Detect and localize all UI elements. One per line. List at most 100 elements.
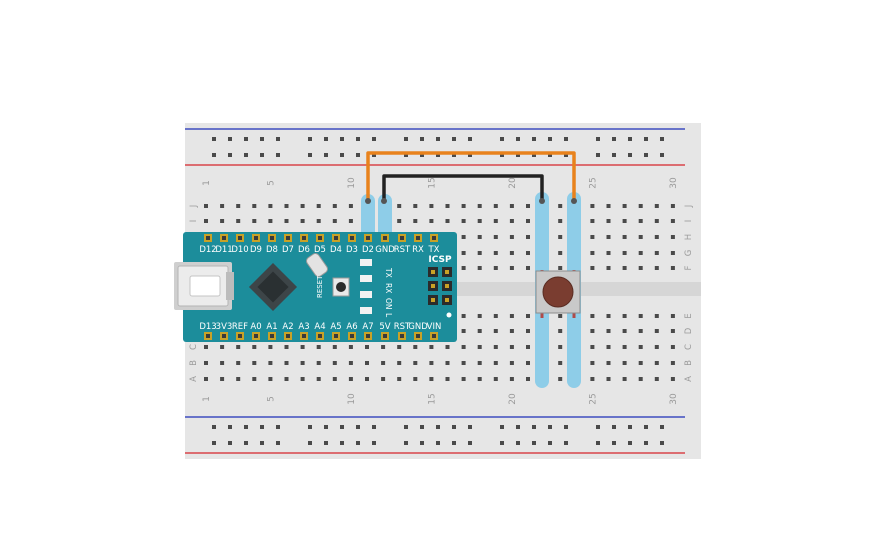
terminal-hole [590,377,595,381]
terminal-hole [638,251,643,255]
terminal-hole [590,251,595,255]
pin-hole [416,334,420,338]
pin-hole [254,334,258,338]
terminal-hole [509,361,514,365]
button-cap [543,277,573,307]
rail-hole [356,153,360,157]
terminal-hole [526,251,530,255]
rail-hole [564,153,568,157]
terminal-hole [220,377,225,381]
rail-hole [548,137,552,141]
pin-hole [286,334,290,338]
terminal-hole [300,345,305,349]
terminal-hole [670,204,675,208]
row-letter-label: H [684,234,694,240]
led-label-rx: RX [384,283,393,293]
terminal-hole [509,314,514,318]
terminal-hole [204,345,208,349]
terminal-hole [268,219,273,223]
rail-hole [276,153,280,157]
pin-hole [238,236,242,240]
terminal-hole [654,329,659,333]
rail-hole [468,137,472,141]
terminal-hole [590,361,595,365]
rail-hole [596,153,600,157]
pin1-marker [446,312,452,318]
terminal-hole [348,345,353,349]
rail-hole [500,441,504,445]
bottom-pin-label: A1 [266,322,277,332]
terminal-hole [252,377,257,381]
row-letter-label: A [684,376,694,382]
terminal-hole [622,251,627,255]
terminal-hole [204,204,208,208]
terminal-hole [348,219,353,223]
rail-holes [212,137,664,445]
rail-hole [244,425,248,429]
terminal-hole [445,345,450,349]
rail-hole [612,441,616,445]
rail-hole [404,137,408,141]
icsp-pin-tip [445,298,449,302]
pin-hole [432,236,436,240]
terminal-hole [638,235,643,239]
terminal-hole [509,377,514,381]
terminal-hole [220,204,225,208]
rail-hole [628,153,632,157]
terminal-hole [526,266,530,270]
pin-hole [400,334,404,338]
rail-hole [420,153,424,157]
rail-hole [468,441,472,445]
led [360,275,372,282]
reset-label: RESET [316,275,324,298]
terminal-hole [477,266,482,270]
column-number-label: 10 [347,393,357,405]
rail-hole [500,153,504,157]
rail-hole [628,425,632,429]
rail-hole [420,425,424,429]
terminal-hole [558,377,563,381]
terminal-hole [332,361,337,365]
pin-hole [238,334,242,338]
push-button[interactable] [535,270,581,318]
rail-hole [356,137,360,141]
terminal-hole [526,345,530,349]
led [360,291,372,298]
rail-hole [612,153,616,157]
rail-hole [260,441,264,445]
top-pin-label: D7 [282,245,294,255]
rail-hole [644,441,648,445]
rail-hole [228,137,232,141]
rail-hole [308,425,312,429]
bottom-pin-label: VIN [427,322,442,332]
terminal-hole [220,361,225,365]
icsp-pin-tip [431,270,435,274]
rail-hole [404,425,408,429]
rail-hole [420,441,424,445]
reset-button[interactable] [332,277,350,297]
rail-hole [548,425,552,429]
pin-hole [254,236,258,240]
top-pin-label: D3 [346,245,358,255]
icsp-pin-tip [445,284,449,288]
rail-hole [324,441,328,445]
column-number-label: 10 [347,177,357,189]
column-number-label: 20 [508,393,518,405]
top-pin-label: D5 [314,245,326,255]
pin-hole [383,334,387,338]
row-letter-label: G [684,250,694,257]
row-letter-label: D [684,327,694,334]
pin-hole [334,236,338,240]
column-number-label: 5 [266,396,276,402]
column-number-label: 15 [427,177,437,188]
terminal-hole [670,345,675,349]
rail-hole [244,441,248,445]
terminal-hole [670,314,675,318]
terminal-hole [477,345,482,349]
terminal-hole [477,251,482,255]
terminal-hole [670,329,675,333]
row-letter-label: E [684,313,694,318]
terminal-hole [526,314,530,318]
terminal-hole [397,361,402,365]
terminal-hole [236,219,241,223]
